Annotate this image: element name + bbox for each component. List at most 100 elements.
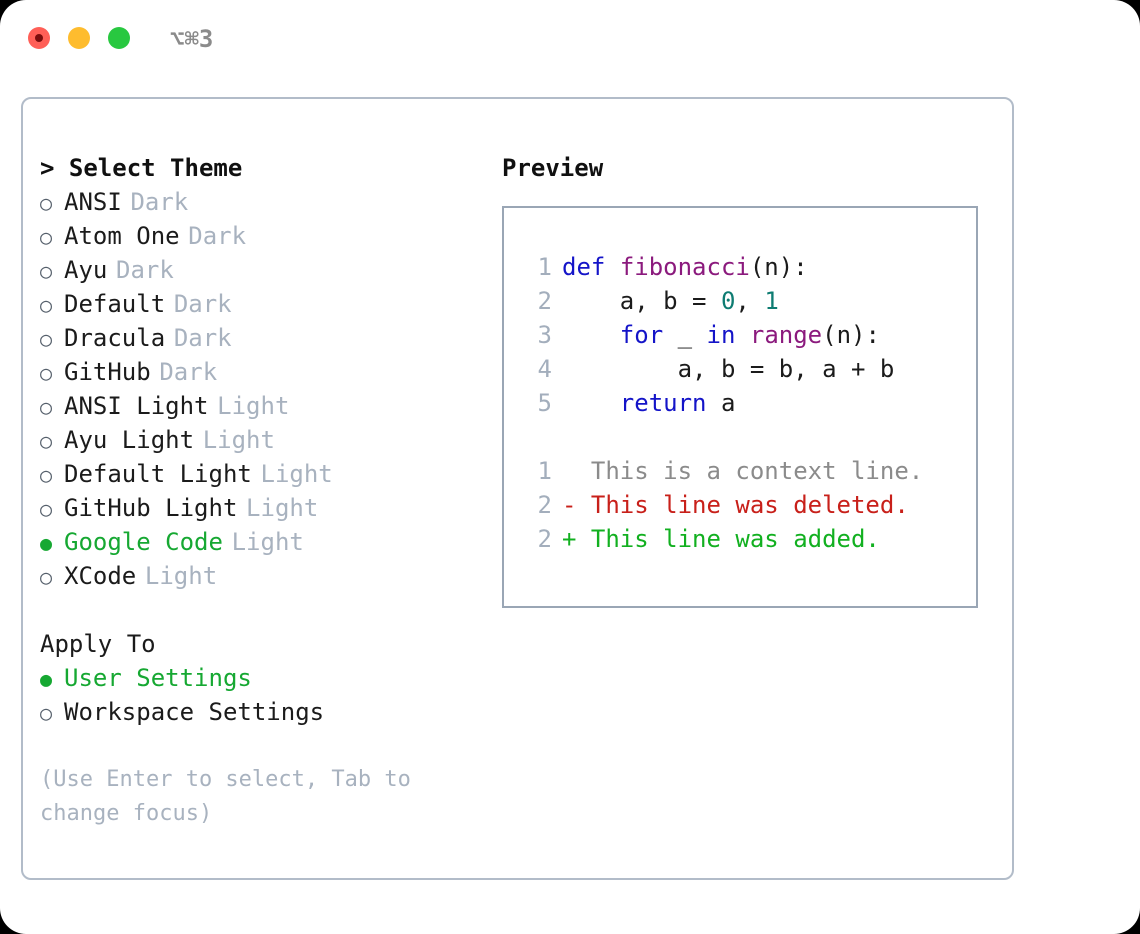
theme-item-github[interactable]: ○ GitHub Dark [40,355,490,389]
code-token-pl: _ [663,321,707,349]
radio-unselected-icon: ○ [40,463,53,487]
hint-spacer [40,729,490,763]
theme-item-name: GitHub Light [64,494,238,522]
hint-line-1: (Use Enter to select, Tab to [40,767,411,792]
code-token-pl: a, b = b, a + b [562,355,895,383]
theme-item-category: Dark [116,256,174,284]
apply-to-item-workspace-settings[interactable]: ○Workspace Settings [40,695,490,729]
code-token-pl: a, b = [562,287,721,315]
code-token-kw: return [619,389,707,417]
code-token-kw: in [706,321,736,349]
radio-unselected-icon: ○ [40,361,53,385]
diff-line-context: 1 This is a context line. [518,454,970,488]
theme-item-name: Atom One [64,222,180,250]
code-line-number: 1 [537,253,552,281]
diff-line-number: 2 [537,525,552,553]
theme-item-ayu[interactable]: ○ Ayu Dark [40,253,490,287]
code-token-pl: (n): [822,321,880,349]
code-line-number: 5 [537,389,552,417]
minimize-button[interactable] [68,27,90,49]
theme-item-category: Light [260,460,333,488]
code-line-text: def fibonacci(n): [562,250,808,284]
code-token-fn: fibonacci [619,253,750,281]
code-token-num: 1 [764,287,779,315]
section-spacer [40,593,490,627]
code-line-number: 2 [537,287,552,315]
code-token-kw: for [619,321,664,349]
radio-unselected-icon: ○ [40,395,53,419]
theme-item-name: GitHub [64,358,151,386]
code-line-text: a, b = 0, 1 [562,284,779,318]
theme-item-category: Light [144,562,218,590]
theme-item-category: Light [231,528,304,556]
theme-item-category: Dark [173,324,232,352]
theme-item-name: Google Code [64,528,223,556]
theme-item-name: Ayu Light [64,426,195,454]
code-line: 3 for _ in range(n): [518,318,970,352]
diff-line-number: 1 [537,457,552,485]
code-token-pl [562,321,620,349]
theme-item-name: ANSI [64,188,122,216]
zoom-button[interactable] [108,27,130,49]
apply-to-header: Apply To [40,630,156,658]
code-line: 4 a, b = b, a + b [518,352,970,386]
theme-item-category: Light [246,494,319,522]
apply-to-item-user-settings[interactable]: ● User Settings [40,661,490,695]
hint-line-2: change focus) [40,801,213,826]
theme-item-google-code[interactable]: ● Google Code Light [40,525,490,559]
diff-line-text: This is a context line. [562,457,924,485]
code-line-number: 4 [537,355,552,383]
close-button[interactable] [28,27,50,49]
theme-item-name: Ayu [64,256,108,284]
code-token-pl: a [706,389,736,417]
radio-unselected-icon: ○ [40,429,53,453]
code-token-pl [735,321,749,349]
code-token-pl: (n): [749,253,808,281]
radio-unselected-icon: ○ [40,259,53,283]
diff-line-text: - This line was deleted. [562,491,909,519]
code-line: 1 def fibonacci(n): [518,250,970,284]
code-token-pl: , [735,287,765,315]
theme-item-name: XCode [64,562,137,590]
theme-item-category: Dark [159,358,218,386]
code-line-text: for _ in range(n): [562,318,880,352]
code-line: 5 return a [518,386,970,420]
diff-lines: 1 This is a context line. 2 - This line wa… [518,454,970,556]
diff-line-added: 2 + This line was added. [518,522,970,556]
theme-item-category: Dark [188,222,247,250]
code-token-fn: range [749,321,823,349]
theme-item-name: Dracula [64,324,166,352]
apply-to-item-name: User Settings [64,664,252,692]
radio-unselected-icon: ○ [40,191,53,215]
apply-to-list[interactable]: ● User Settings ○Workspace Settings [40,661,490,729]
radio-unselected-icon: ○ [40,293,53,317]
code-token-num: 0 [720,287,736,315]
code-token-pl [605,253,619,281]
keyboard-shortcut-label: ⌥⌘3 [170,25,214,53]
window-controls [28,27,130,49]
radio-selected-icon: ● [40,667,53,691]
code-token-kw: def [562,253,606,281]
radio-selected-icon: ● [40,531,53,555]
radio-unselected-icon: ○ [40,565,53,589]
code-line-number: 3 [537,321,552,349]
preview-title: Preview [502,154,604,182]
select-theme-header: > Select Theme [40,154,243,182]
diff-line-number: 2 [537,491,552,519]
diff-line-text: + This line was added. [562,525,880,553]
